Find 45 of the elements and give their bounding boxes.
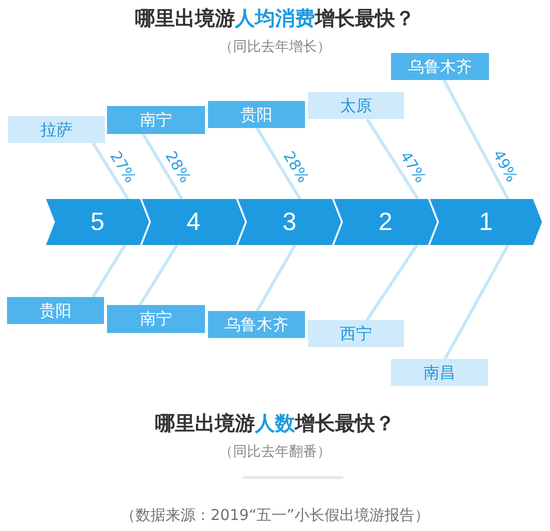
city-box bbox=[107, 305, 205, 333]
city-name: 拉萨 bbox=[40, 120, 72, 140]
leader-line bbox=[256, 127, 302, 200]
city-name: 太原 bbox=[340, 96, 372, 116]
chevron-step bbox=[430, 199, 542, 245]
subtitle: （同比去年增长） bbox=[219, 38, 331, 56]
city-name: 贵阳 bbox=[240, 104, 272, 124]
city-box bbox=[8, 116, 105, 143]
source-note: （数据来源：2019“五一”小长假出境游报告） bbox=[120, 506, 430, 525]
rank-number: 2 bbox=[378, 208, 392, 236]
rank-number: 3 bbox=[282, 208, 296, 236]
city-name: 南昌 bbox=[424, 362, 456, 382]
leader-line bbox=[256, 244, 296, 312]
leader-line bbox=[366, 118, 420, 200]
city-box bbox=[208, 101, 305, 128]
city-box bbox=[107, 106, 205, 134]
city-name: 贵阳 bbox=[40, 300, 72, 320]
city-box bbox=[208, 311, 305, 338]
city-name: 南宁 bbox=[140, 110, 172, 130]
title: 哪里出境游人均消费增长最快？ bbox=[135, 6, 415, 30]
city-box bbox=[391, 53, 489, 80]
rank-number: 4 bbox=[186, 208, 200, 236]
chevron-step bbox=[238, 199, 341, 245]
leader-line bbox=[444, 244, 510, 360]
city-box bbox=[7, 297, 104, 324]
city-name: 南宁 bbox=[140, 309, 172, 329]
leader-line bbox=[92, 142, 130, 200]
leader-line bbox=[138, 244, 178, 306]
leader-line bbox=[92, 244, 126, 298]
rank-number: 1 bbox=[479, 208, 493, 236]
chevron-step bbox=[142, 199, 245, 245]
chevron-step bbox=[46, 199, 149, 245]
city-box bbox=[391, 359, 488, 386]
leader-line bbox=[442, 79, 510, 200]
city-box bbox=[308, 320, 404, 347]
chevron-step bbox=[334, 199, 437, 245]
city-name: 乌鲁木齐 bbox=[224, 314, 288, 334]
subtitle: （同比去年翻番） bbox=[219, 443, 331, 461]
leader-line bbox=[366, 244, 418, 321]
city-name: 西宁 bbox=[340, 324, 372, 344]
city-box bbox=[308, 92, 404, 119]
leader-line bbox=[142, 133, 184, 200]
section-heading: 哪里出境游人数增长最快？ bbox=[155, 411, 395, 435]
rank-number: 5 bbox=[90, 208, 104, 236]
city-name: 乌鲁木齐 bbox=[408, 56, 472, 76]
